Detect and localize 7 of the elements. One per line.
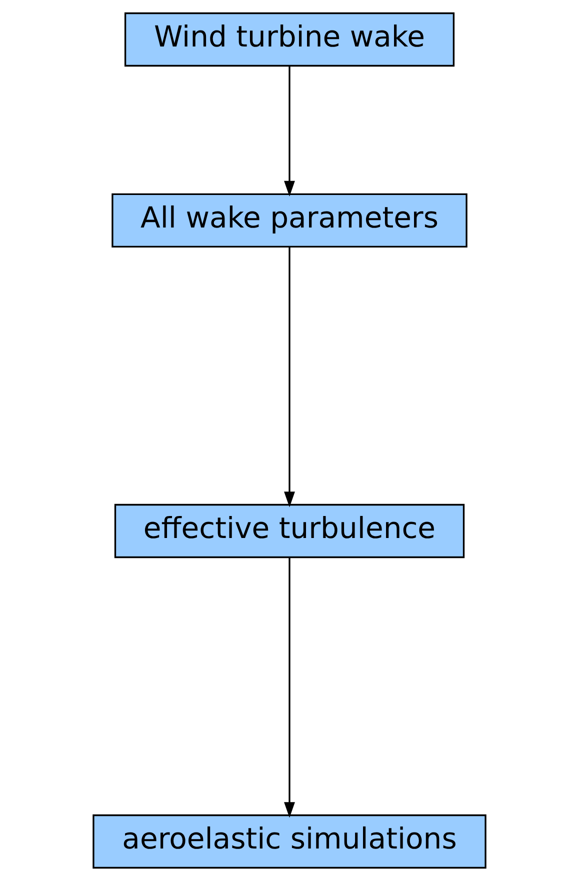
node-box: effective turbulence — [114, 504, 464, 558]
node-box: All wake parameters — [111, 193, 467, 248]
arrow — [284, 246, 294, 508]
node-box: aeroelastic simulations — [92, 814, 486, 869]
node-box: Wind turbine wake — [124, 12, 454, 67]
arrow — [284, 557, 294, 818]
arrow — [284, 66, 294, 196]
